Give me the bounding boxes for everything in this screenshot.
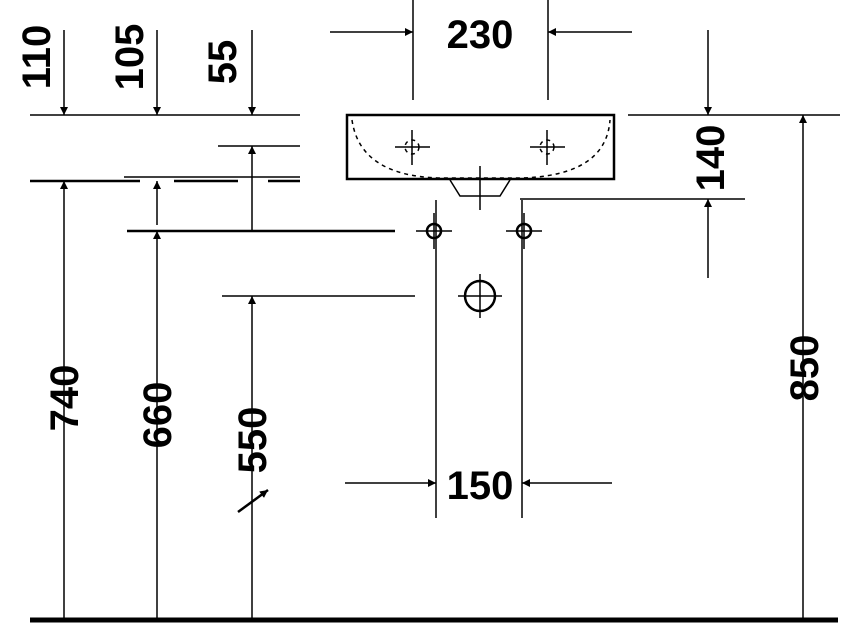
tap-hole-left	[395, 130, 430, 165]
dim-660: 660	[136, 382, 180, 449]
dim-850: 850	[783, 335, 827, 402]
dim-230: 230	[447, 13, 514, 57]
basin-top-view	[345, 113, 616, 210]
dim-740: 740	[43, 365, 87, 432]
dimension-arrows	[60, 28, 807, 620]
dim-105: 105	[108, 24, 152, 91]
dim-55: 55	[201, 40, 245, 85]
water-supply-left	[416, 213, 452, 249]
reference-lines	[30, 0, 840, 518]
tap-hole-right	[530, 130, 565, 165]
water-supply-right	[506, 213, 542, 249]
dim-150: 150	[447, 464, 514, 508]
dim-140: 140	[689, 125, 733, 192]
dim-110: 110	[15, 25, 59, 90]
dim-550: 550	[231, 407, 275, 474]
waste-outlet	[458, 274, 502, 318]
